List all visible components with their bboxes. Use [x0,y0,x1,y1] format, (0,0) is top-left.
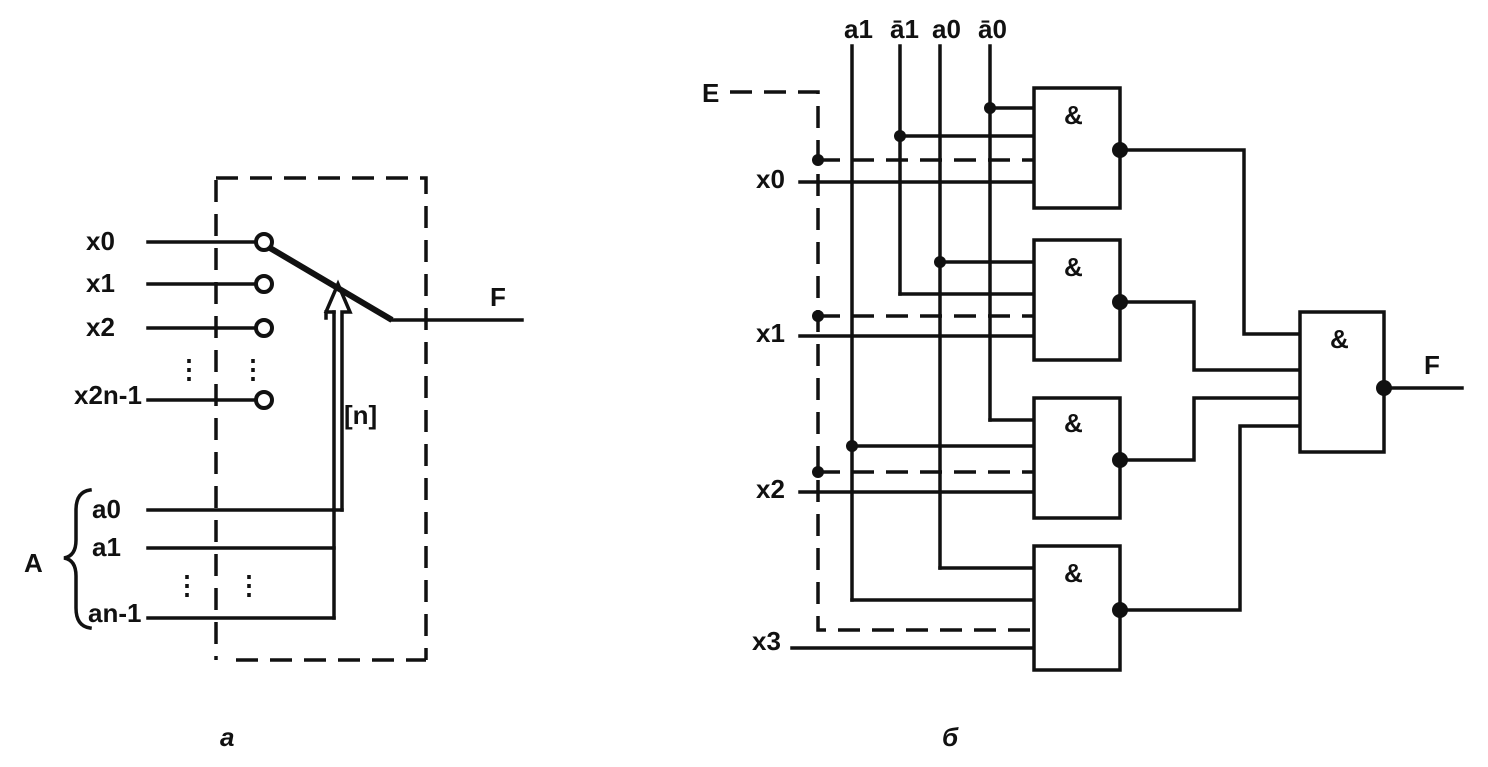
label-output-b: F [1424,350,1440,380]
gate-2-symbol: & [1064,252,1083,282]
label-b-x3: x3 [752,626,781,656]
label-a0: a0 [92,494,121,524]
and-gate-1 [1032,86,1122,210]
output-gate [1298,310,1386,454]
and-gate-3 [1032,396,1122,520]
panel-a-dashed-boundary [214,176,428,662]
label-sel-a0: a0 [932,14,961,44]
address-brace [63,488,92,630]
svg-text:⋮: ⋮ [240,354,266,384]
label-x0: x0 [86,226,115,256]
and-gate-4 [1032,544,1122,672]
label-sel-a1: a1 [844,14,873,44]
caption-a: a [220,722,234,752]
label-bus-width: [n] [344,400,377,430]
contact-x0 [254,232,274,252]
contact-x1 [254,274,274,294]
enable-dashed-line [730,90,1034,632]
panel-a: ⋮ ⋮ ⋮ ⋮ x0 x1 x2 x2n-1 a0 a1 an-1 A [n] … [24,176,524,752]
label-sel-not-a0: ā0 [978,14,1007,44]
contact-x2 [254,318,274,338]
output-gate-symbol: & [1330,324,1349,354]
svg-text:⋮: ⋮ [236,570,262,600]
label-enable: E [702,78,719,108]
label-sel-not-a1: ā1 [890,14,919,44]
label-address-bus: A [24,548,43,578]
label-b-x0: x0 [756,164,785,194]
gate-4-symbol: & [1064,558,1083,588]
svg-text:⋮: ⋮ [176,354,202,384]
svg-text:⋮: ⋮ [174,570,200,600]
label-an-1: an-1 [88,598,141,628]
label-x2n-1: x2n-1 [74,380,142,410]
and-gate-2 [1032,238,1122,362]
caption-b: б [942,722,959,752]
switch-arm [268,245,394,323]
label-x1: x1 [86,268,115,298]
label-output-a: F [490,282,506,312]
control-arrow [323,279,353,512]
label-b-x1: x1 [756,318,785,348]
gate-1-symbol: & [1064,100,1083,130]
label-a1: a1 [92,532,121,562]
panel-b: & & & & & E a1 ā1 a0 ā0 x0 x1 x2 x3 F б [702,14,1464,752]
contact-x2n-1 [254,390,274,410]
label-b-x2: x2 [756,474,785,504]
gate-3-symbol: & [1064,408,1083,438]
label-x2: x2 [86,312,115,342]
